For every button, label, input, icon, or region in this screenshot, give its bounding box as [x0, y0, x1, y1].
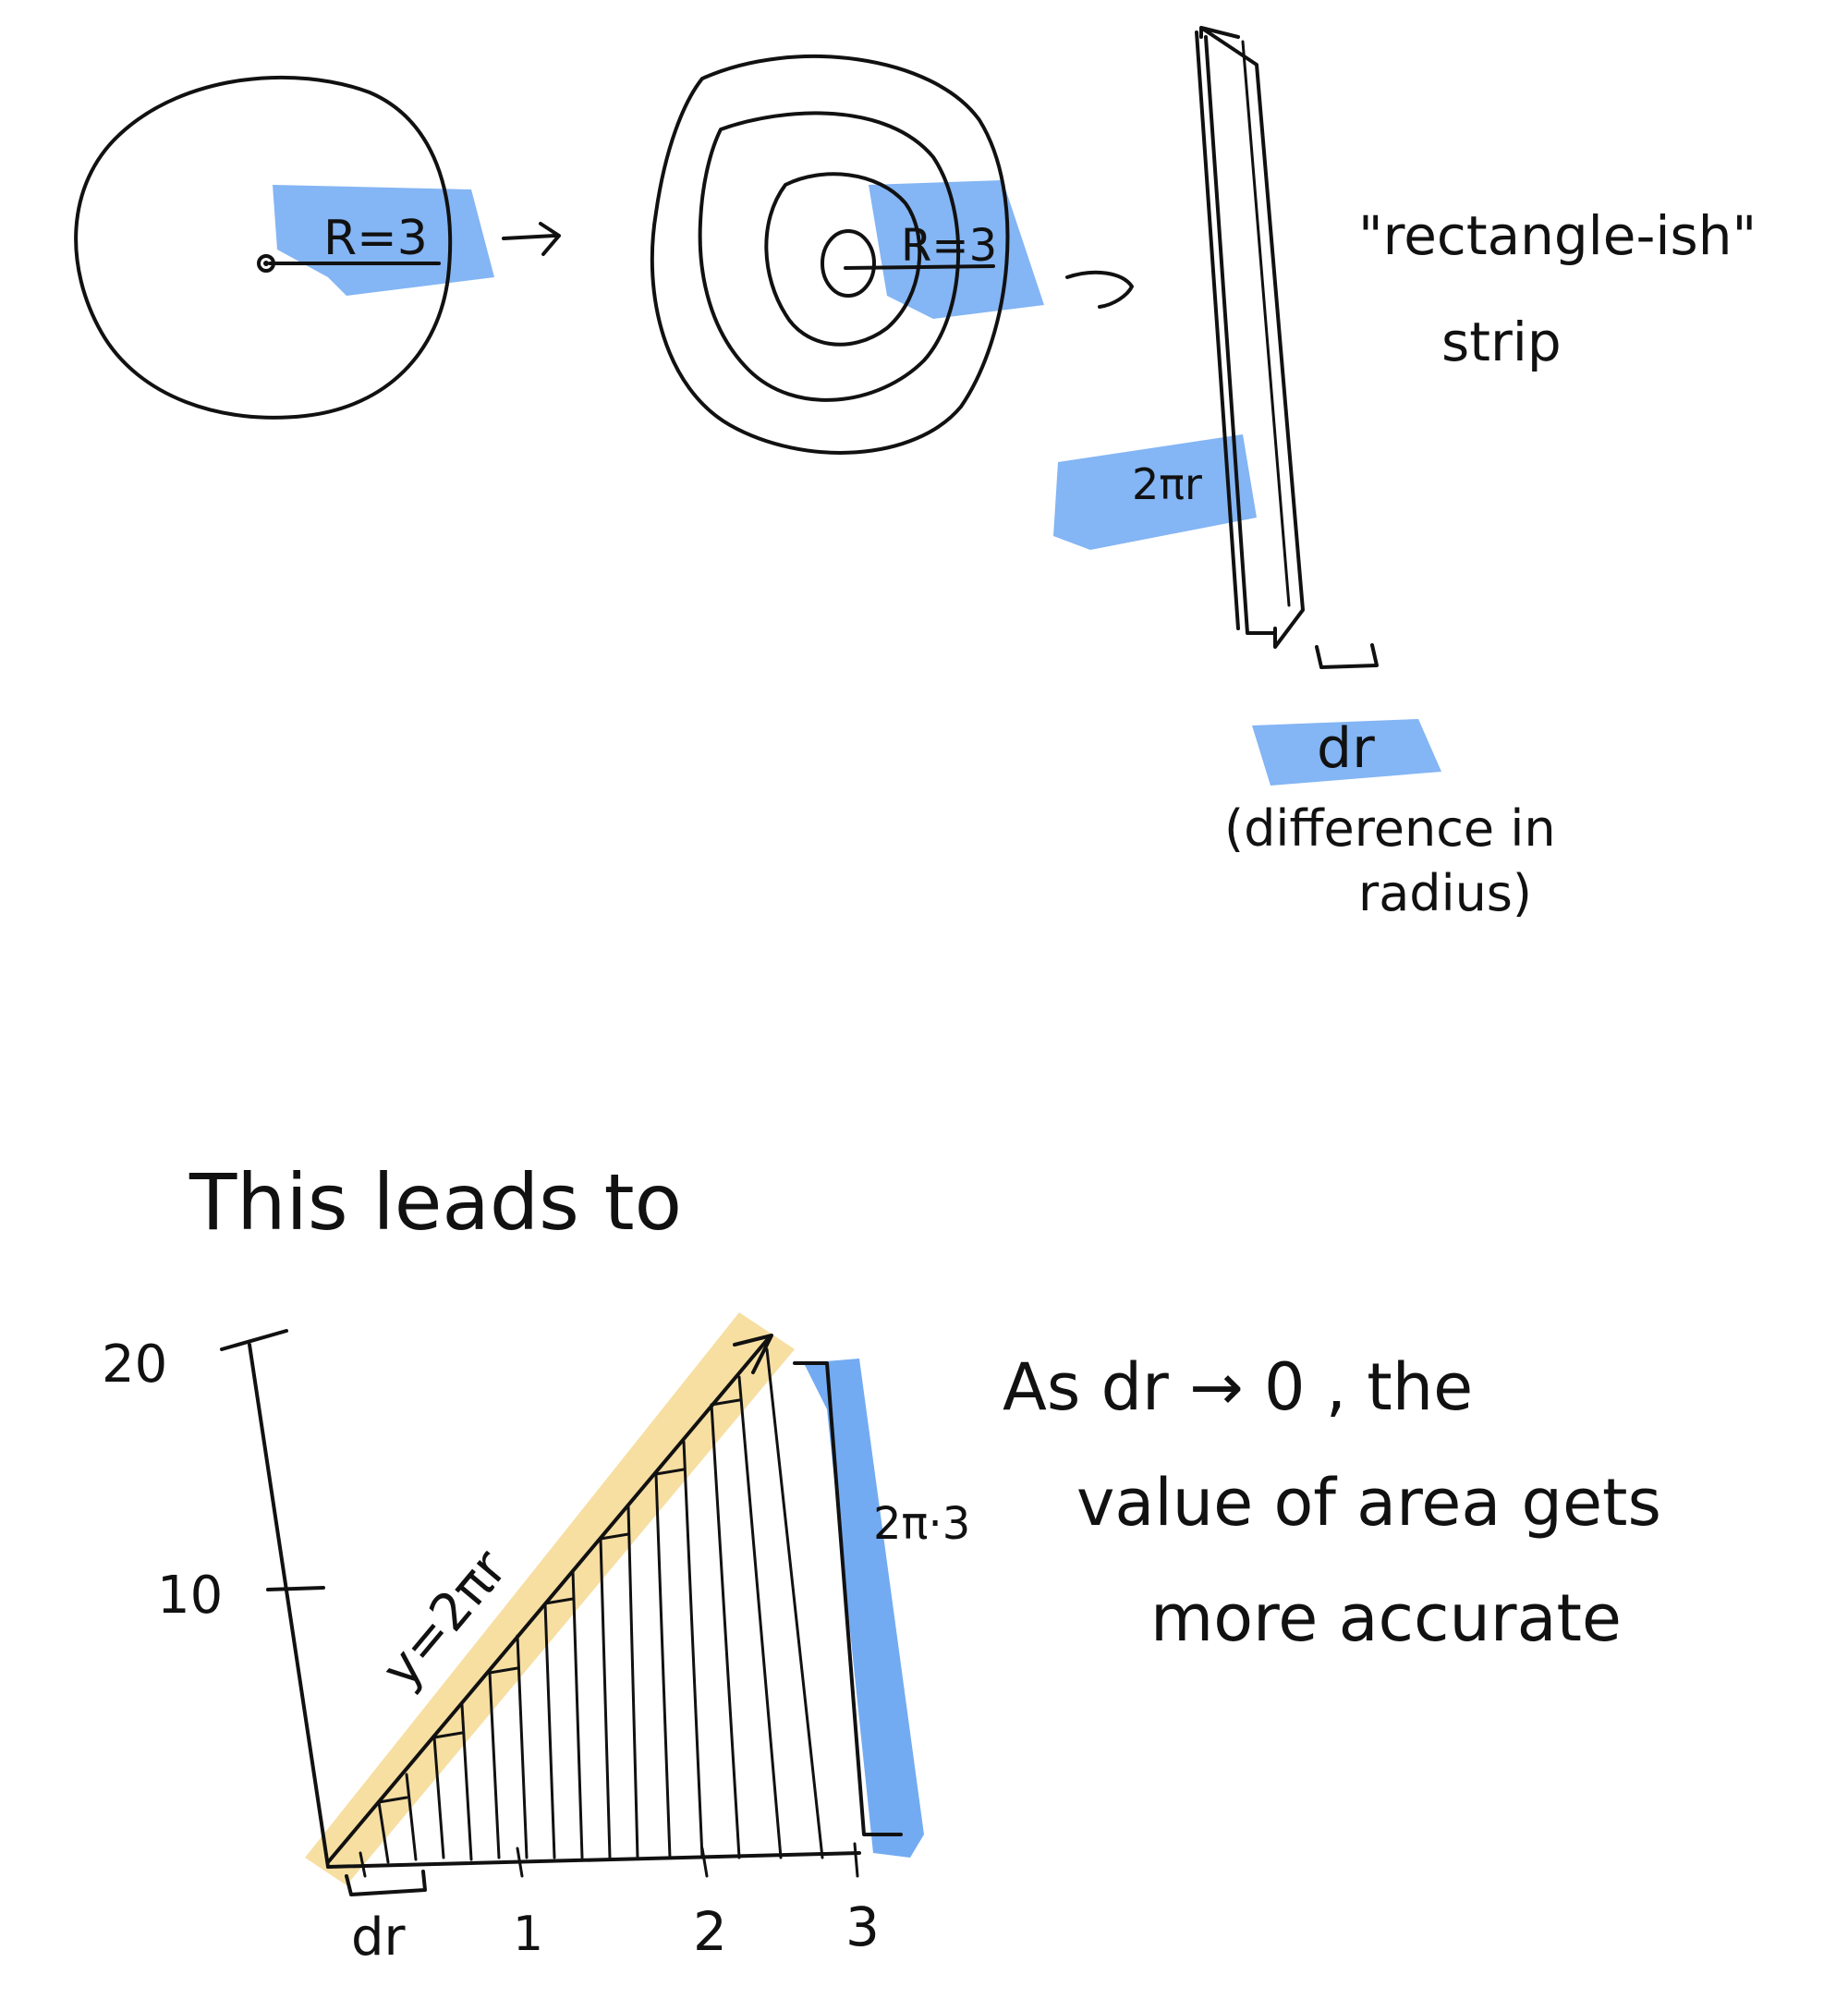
y-tick-10-label: 10	[157, 1566, 223, 1626]
explanation-text: As dr → 0 , the value of area gets more …	[1003, 1349, 1661, 1656]
height-bracket	[793, 1361, 903, 1836]
highlight-dr	[1252, 719, 1441, 786]
graph-area-under-line: 20 10 1 2 3 dr 2π·3 y=2πr	[102, 1312, 970, 1968]
y-tick-20-mark	[220, 1329, 288, 1351]
explanation-line-3: more accurate	[1150, 1580, 1622, 1656]
strip-outline	[1195, 26, 1305, 649]
x-axis-ticks	[359, 1842, 859, 1878]
highlight-height	[804, 1359, 924, 1858]
line-y-2pir	[326, 1338, 769, 1864]
x-tick-3-label: 3	[845, 1895, 880, 1958]
ring-core	[821, 229, 876, 298]
diagram-strip: 2πr dr (difference in radius) "rectangle…	[1053, 26, 1757, 922]
strip-width-bracket	[1315, 643, 1379, 669]
radius-line-2	[844, 264, 995, 270]
arrow-right-1	[502, 222, 561, 256]
ring-middle	[698, 111, 961, 402]
circle-outline	[74, 75, 453, 420]
dr-label: dr	[351, 1908, 407, 1968]
y-tick-20-label: 20	[102, 1335, 167, 1395]
line-arrowhead	[733, 1334, 773, 1374]
x-tick-1-label: 1	[513, 1907, 543, 1962]
explanation-line-2: value of area gets	[1076, 1465, 1661, 1541]
diagram-circle: R=3	[74, 75, 561, 420]
y-axis	[248, 1343, 330, 1869]
highlight-strip-length	[1053, 434, 1257, 550]
strip-title-2: strip	[1441, 311, 1562, 373]
arrow-right-2	[1065, 270, 1134, 309]
y-tick-10-mark	[266, 1586, 325, 1591]
strip-length-label: 2πr	[1132, 459, 1202, 509]
explanation-line-1: As dr → 0 , the	[1003, 1349, 1473, 1425]
strips-under-line	[377, 1347, 824, 1864]
diagram-concentric-rings: R=3	[650, 54, 1134, 455]
radius-label-2: R=3	[901, 220, 997, 272]
ring-inner	[764, 172, 922, 347]
ring-outer	[650, 54, 1010, 455]
strip-width-note-2: radius)	[1358, 864, 1532, 922]
strip-width-label: dr	[1317, 716, 1375, 781]
x-axis	[326, 1851, 861, 1869]
heading-leads-to: This leads to	[188, 1157, 682, 1248]
highlight-radius-1	[273, 185, 494, 296]
dr-bracket	[345, 1870, 427, 1896]
strip-title-1: "rectangle-ish"	[1358, 204, 1757, 267]
center-point	[263, 261, 269, 266]
strip-inner-line	[1241, 40, 1291, 607]
strip-width-note-1: (difference in	[1224, 799, 1556, 858]
radius-label-1: R=3	[323, 211, 428, 266]
height-label: 2π·3	[873, 1498, 970, 1550]
x-tick-2-label: 2	[693, 1900, 727, 1963]
